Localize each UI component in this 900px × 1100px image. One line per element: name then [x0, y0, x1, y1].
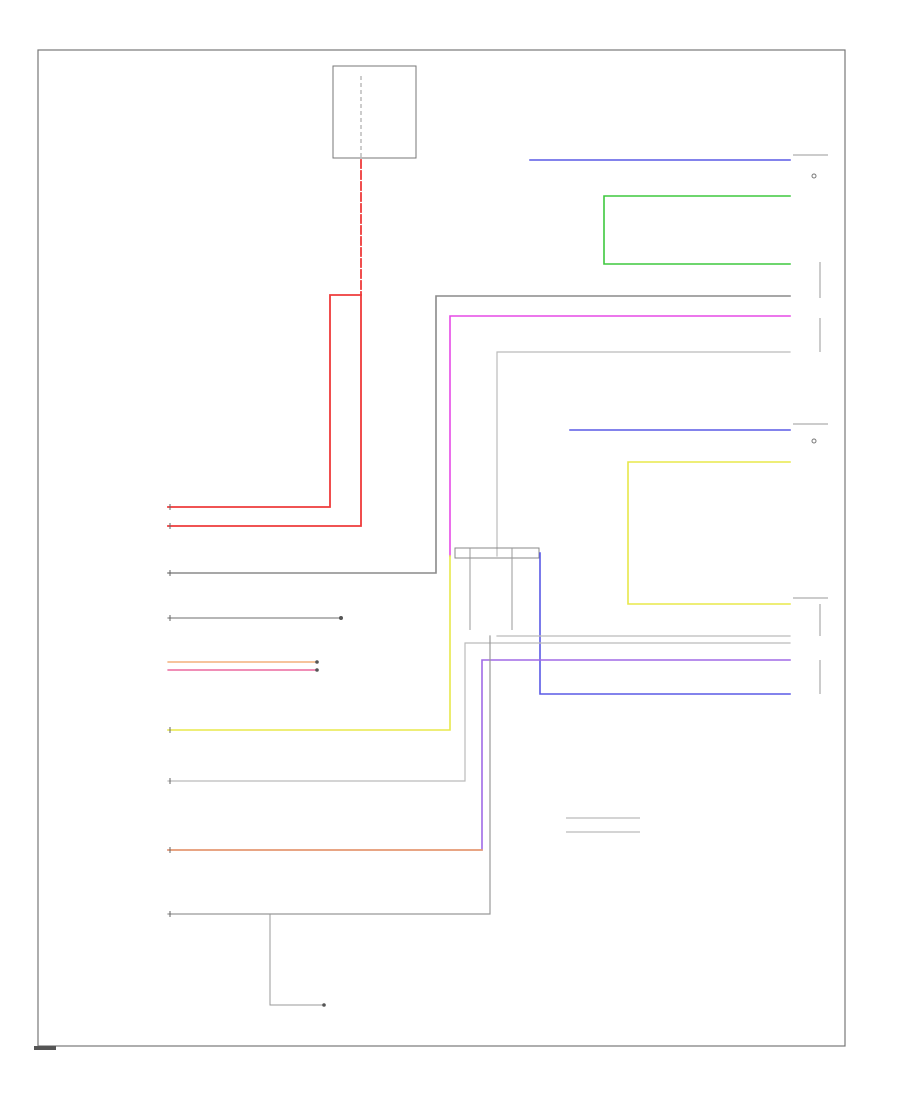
lin-bus-terminal-icon	[322, 1003, 326, 1007]
gnd-terminal-icon	[339, 616, 343, 620]
blue-return-wire	[539, 552, 791, 695]
signal-terminal-icon-b	[315, 668, 319, 672]
red-pass-wire	[167, 294, 362, 527]
gray-signal-wire	[167, 295, 791, 574]
red-split-wire	[167, 294, 362, 508]
yellow-sensor-wire	[167, 555, 451, 731]
top-junction-box	[332, 65, 417, 159]
signal-terminal-icon-a	[315, 660, 319, 664]
yellow-loop-wire	[627, 461, 791, 605]
mid-ground-icon	[811, 438, 817, 444]
gray-pass-wire	[167, 642, 791, 782]
green-loop-wire	[603, 195, 791, 265]
diagram-frame	[37, 49, 846, 1047]
magenta-lower-wire	[167, 659, 791, 851]
footer-mark	[34, 1046, 56, 1050]
upper-ground-icon	[811, 173, 817, 179]
magenta-sensor-wire	[449, 315, 791, 557]
gray-sensor-wire	[496, 351, 791, 557]
center-module-connector	[454, 547, 540, 559]
lin-bus-wire	[167, 635, 491, 915]
